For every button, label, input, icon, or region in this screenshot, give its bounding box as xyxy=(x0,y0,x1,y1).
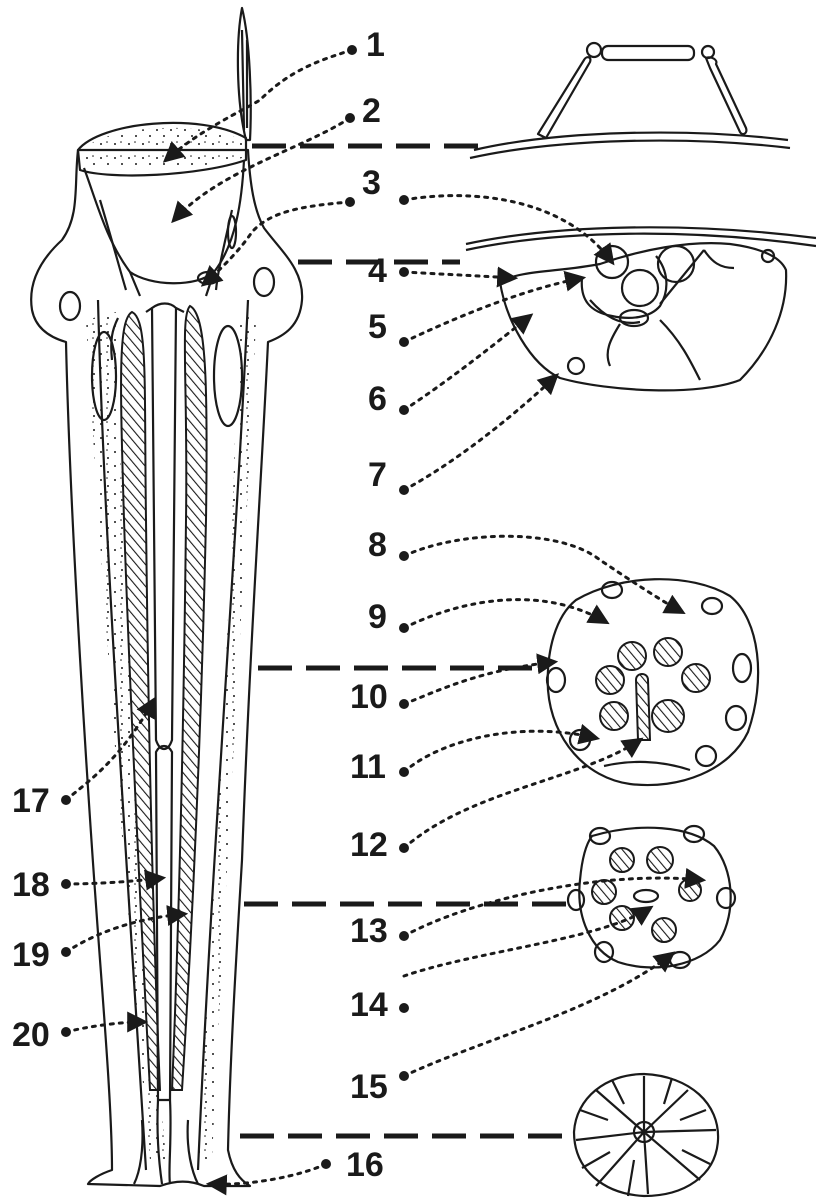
longitudinal-section xyxy=(31,8,302,1186)
svg-text:10: 10 xyxy=(350,678,388,716)
label-18: 18 xyxy=(12,866,71,904)
label-15: 15 xyxy=(350,1068,409,1106)
svg-text:3: 3 xyxy=(362,164,381,202)
label-13: 13 xyxy=(350,912,409,950)
svg-text:16: 16 xyxy=(346,1146,384,1184)
cross-section-b xyxy=(466,227,816,390)
central-column-upper xyxy=(152,304,176,750)
label-5: 5 xyxy=(368,308,409,347)
svg-text:5: 5 xyxy=(368,308,387,346)
svg-text:15: 15 xyxy=(350,1068,388,1106)
svg-text:7: 7 xyxy=(368,456,387,494)
lateral-pore-left xyxy=(60,292,80,320)
svg-text:13: 13 xyxy=(350,912,388,950)
label-19: 19 xyxy=(12,936,71,974)
label-12: 12 xyxy=(350,826,409,864)
label-14: 14 xyxy=(350,986,409,1024)
label-8: 8 xyxy=(368,526,409,564)
svg-text:2: 2 xyxy=(362,92,381,130)
lateral-pore-right xyxy=(254,268,274,296)
cross-section-a xyxy=(470,43,790,158)
label-6: 6 xyxy=(368,380,409,418)
svg-text:6: 6 xyxy=(368,380,387,418)
svg-text:14: 14 xyxy=(350,986,388,1024)
label-10: 10 xyxy=(350,678,409,716)
label-20: 20 xyxy=(12,1016,71,1054)
label-1: 1 xyxy=(347,26,385,64)
svg-text:18: 18 xyxy=(12,866,50,904)
label-9: 9 xyxy=(368,598,409,636)
svg-text:20: 20 xyxy=(12,1016,50,1054)
label-3: 3 xyxy=(345,164,409,207)
hatched-bundle-right xyxy=(172,306,207,1090)
svg-text:11: 11 xyxy=(350,748,386,786)
label-11: 11 xyxy=(350,748,409,786)
label-4: 4 xyxy=(368,252,409,290)
label-17: 17 xyxy=(12,782,71,820)
svg-text:19: 19 xyxy=(12,936,50,974)
svg-text:12: 12 xyxy=(350,826,388,864)
cross-section-e xyxy=(574,1074,718,1196)
label-7: 7 xyxy=(368,456,409,495)
central-column-lower xyxy=(156,746,172,1100)
label-16: 16 xyxy=(321,1146,384,1184)
svg-text:8: 8 xyxy=(368,526,387,564)
svg-text:17: 17 xyxy=(12,782,50,820)
label-2: 2 xyxy=(345,92,381,130)
svg-text:1: 1 xyxy=(366,26,385,64)
cross-section-d xyxy=(568,826,735,968)
svg-text:4: 4 xyxy=(368,252,387,290)
svg-text:9: 9 xyxy=(368,598,387,636)
